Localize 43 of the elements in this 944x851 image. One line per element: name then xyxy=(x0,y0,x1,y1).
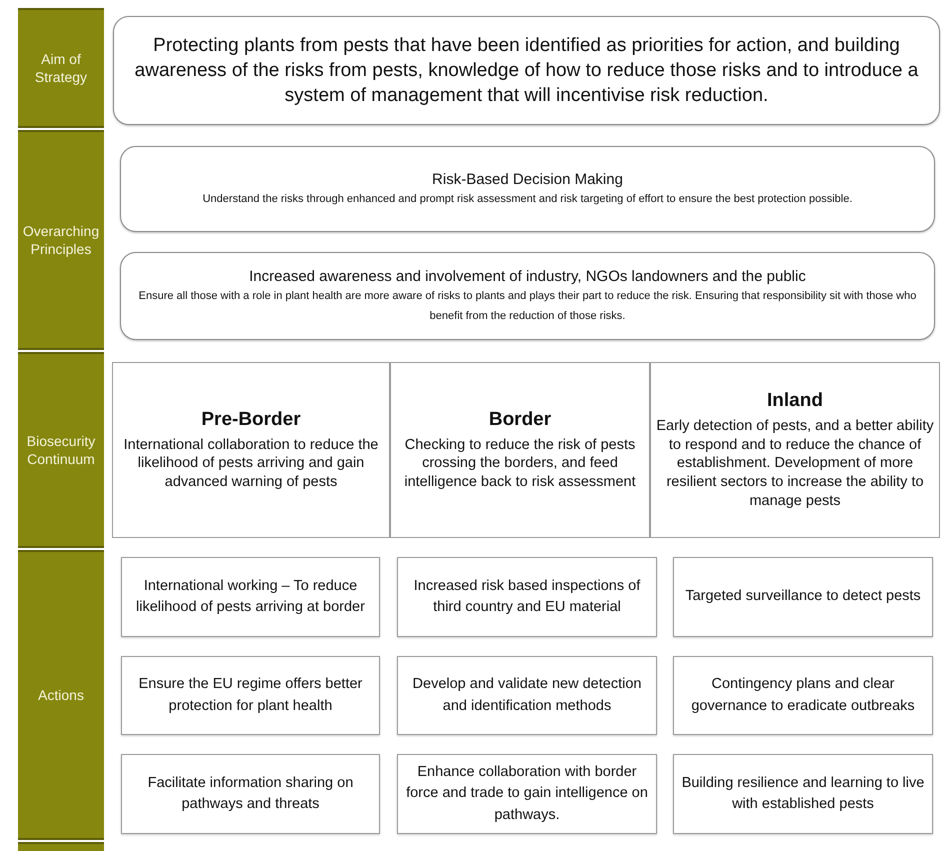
continuum-heading: Inland xyxy=(767,389,823,413)
row-header-band xyxy=(18,550,104,840)
continuum-heading: Pre-Border xyxy=(201,408,301,432)
continuum-description: Checking to reduce the risk of pests crossing the borders, and feed intelligence back to risk assessment xyxy=(403,436,637,492)
action-box xyxy=(397,754,657,834)
action-text: Targeted surveillance to detect pests xyxy=(684,587,922,606)
continuum-cell xyxy=(112,362,390,538)
action-box xyxy=(121,754,380,834)
band-label: Biosecurity Continuum xyxy=(26,432,96,468)
action-text: Facilitate information sharing on pathways and threats xyxy=(146,774,354,814)
principle-description: Understand the risks through enhanced and prompt risk assessment and risk targeting of effort to ensure the best protection possible. xyxy=(202,192,854,207)
principle-heading: Risk-Based Decision Making xyxy=(432,170,623,190)
action-text: International working – To reduce likelihood of pests arriving at border xyxy=(135,576,366,617)
principle-description: Ensure all those with a role in plant health are more aware of risks to plants and plays their part to reduce the risk. Ensuring that responsibility sit with those who benefit from the reduction of those risks. xyxy=(138,289,918,324)
continuum-description: Early detection of pests, and a better ability to respond and to reduce the chance of establishment. Development of more resilient sectors to increase the ability to manage pests xyxy=(655,416,935,511)
action-text: Ensure the EU regime offers better protection for plant health xyxy=(138,675,364,716)
action-box xyxy=(121,557,380,637)
aim-text: Protecting plants from pests that have been identified as priorities for action, and building awareness of the risks from pests, knowledge of how to reduce those risks and to introduce a system of management that will incentivise risk reduction. xyxy=(134,34,920,108)
action-box xyxy=(397,557,657,637)
action-box xyxy=(673,656,933,735)
action-text: Building resilience and learning to live with established pests xyxy=(680,774,926,814)
band-label: Overarching Principles xyxy=(22,222,100,258)
continuum-heading: Border xyxy=(488,408,552,432)
action-text: Develop and validate new detection and identification methods xyxy=(412,675,642,716)
row-header-band xyxy=(18,130,104,350)
principle-box xyxy=(120,252,935,340)
action-box xyxy=(673,754,933,834)
continuum-cell xyxy=(390,362,650,538)
action-box xyxy=(673,557,933,637)
principle-heading: Increased awareness and involvement of industry, NGOs landowners and the public xyxy=(249,267,806,288)
action-text: Contingency plans and clear governance to eradicate outbreaks xyxy=(690,675,916,716)
band-label: Actions xyxy=(37,686,85,704)
continuum-description: International collaboration to reduce the likelihood of pests arriving and gain advanced warning of pests xyxy=(122,436,380,492)
band-label: Aim of Strategy xyxy=(34,50,88,86)
row-header-band xyxy=(18,8,104,128)
principle-box xyxy=(120,146,935,232)
action-text: Enhance collaboration with border force and trade to gain intelligence on pathways. xyxy=(405,763,649,824)
continuum-cell xyxy=(650,362,940,538)
action-box xyxy=(397,656,657,735)
action-text: Increased risk based inspections of third country and EU material xyxy=(412,576,642,617)
row-header-band xyxy=(18,352,104,548)
aim-box xyxy=(113,16,940,125)
action-box xyxy=(121,656,380,735)
